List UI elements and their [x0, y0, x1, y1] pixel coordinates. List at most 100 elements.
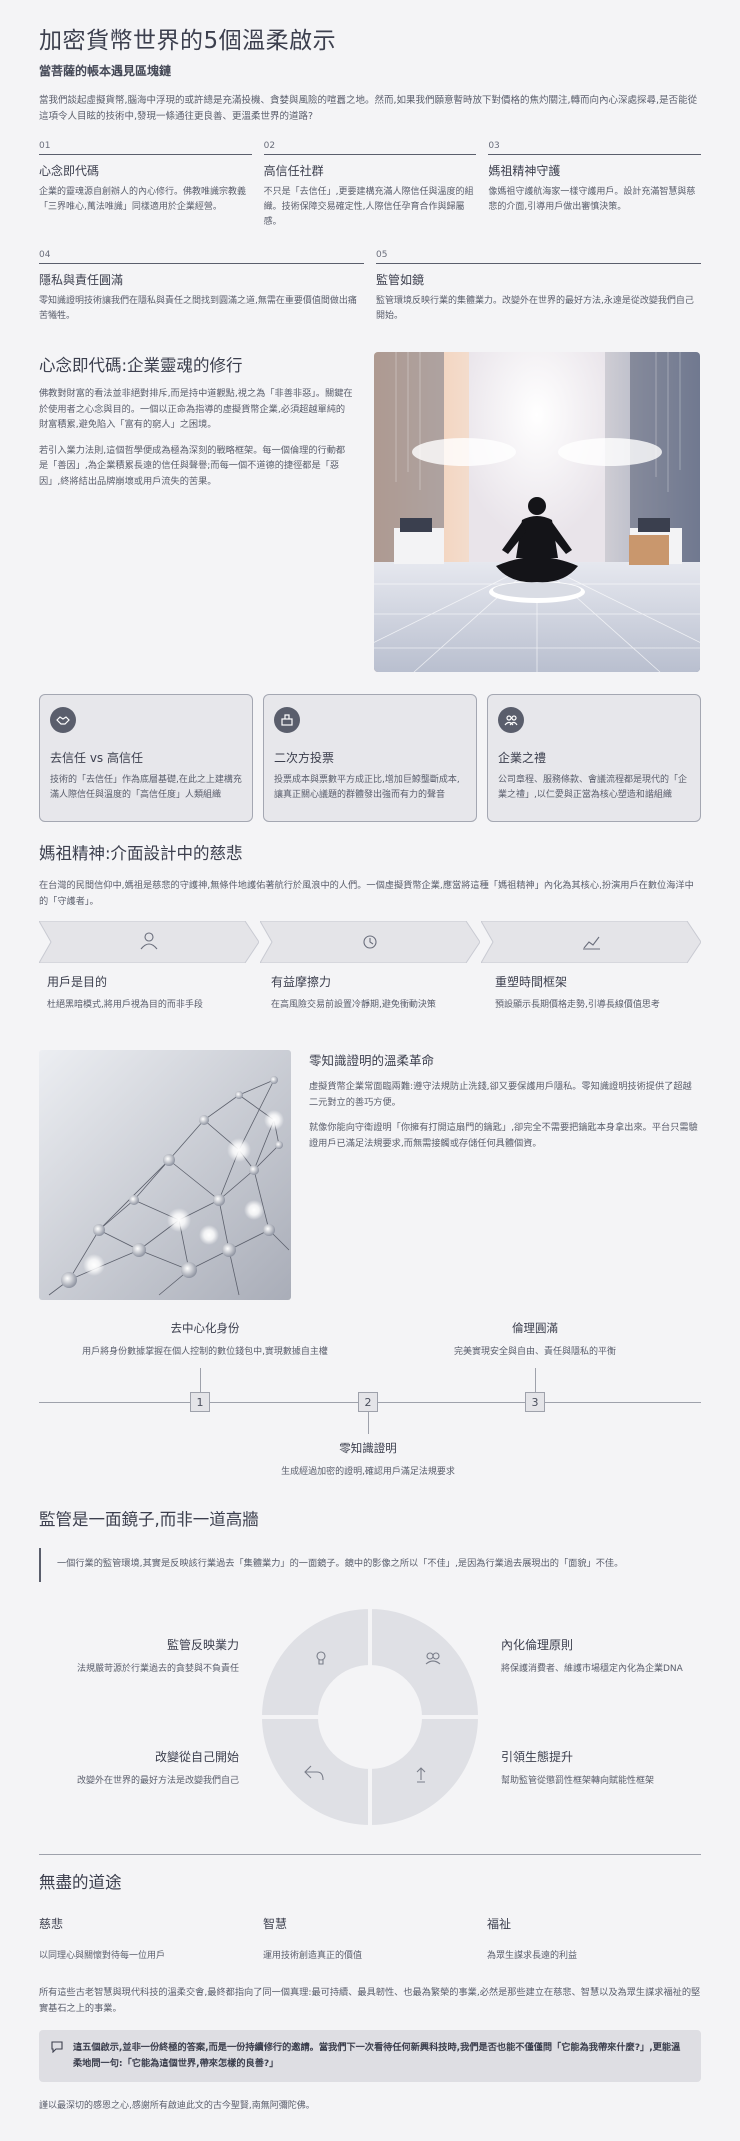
divider [39, 1854, 701, 1855]
lesson-number: 04 [39, 250, 364, 264]
callout-text: 這五個啟示,並非一份終極的答案,而是一份持續修行的邀請。當我們下一次看待任何新興… [73, 2042, 681, 2069]
cycle-item-title: 引領生態提升 [501, 1750, 574, 1764]
virtue-item: 福祉 為眾生謀求長遠的利益 [487, 1915, 701, 1961]
section-title: 監管是一面鏡子,而非一道高牆 [39, 1510, 259, 1529]
page-subtitle: 當菩薩的帳本遇見區塊鏈 [39, 64, 172, 78]
cycle-item-text: 改變外在世界的最好方法是改變我們自己 [76, 1776, 239, 1786]
meditation-hall-image [374, 352, 700, 672]
step-title: 有益摩擦力 [271, 975, 332, 989]
lesson-text: 零知識證明技術讓我們在隱私與責任之間找到圓滿之道,無需在重要價值間做出痛苦犧牲。 [39, 296, 357, 321]
lessons-row-2: 04 隱私與責任圓滿 零知識證明技術讓我們在隱私與責任之間找到圓滿之道,無需在重… [39, 250, 701, 324]
cycle-diagram: 監管反映業力 法規嚴苛源於行業過去的貪婪與不負責任 內化倫理原則 將保護消費者、… [39, 1602, 701, 1832]
cycle-item: 引領生態提升 幫助監管從懲罰性框架轉向賦能性框架 [501, 1748, 701, 1786]
timeline-tick [535, 1368, 536, 1392]
undo-arrow-icon [304, 1765, 324, 1781]
cycle-item: 監管反映業力 法規嚴苛源於行業過去的貪婪與不負責任 [39, 1636, 239, 1674]
lesson-item: 02 高信任社群 不只是「去信任」,更要建構充滿人際信任與溫度的組織。技術保障交… [263, 141, 477, 230]
section-title: 零知識證明的溫柔革命 [309, 1053, 435, 1068]
card-text: 公司章程、服務條款、會議流程都是現代的「企業之禮」,以仁愛與正當為核心塑造和諧組… [498, 775, 688, 800]
timeline-label: 零知識證明 生成經過加密的證明,確認用戶滿足法規要求 [218, 1440, 518, 1477]
lesson-text: 企業的靈魂源自創辦人的內心修行。佛教唯識宗教義「三界唯心,萬法唯識」同樣適用於企… [39, 187, 247, 212]
lesson-title: 心念即代碼 [39, 164, 100, 178]
concept-card: 企業之禮 公司章程、服務條款、會議流程都是現代的「企業之禮」,以仁愛與正當為核心… [487, 694, 701, 822]
card-title: 企業之禮 [498, 751, 547, 765]
concept-card: 去信任 vs 高信任 技術的「去信任」作為底層基礎,在此之上建構充滿人際信任與溫… [39, 694, 253, 822]
lesson-title: 媽祖精神守護 [488, 164, 561, 178]
step-text: 在高風險交易前設置冷靜期,避免衝動決策 [271, 1000, 436, 1010]
cycle-item: 改變從自己開始 改變外在世界的最好方法是改變我們自己 [39, 1748, 239, 1786]
card-title: 二次方投票 [274, 751, 335, 765]
timeline-tick [368, 1412, 369, 1434]
virtue-item: 慈悲 以同理心與關懷對待每一位用戶 [39, 1915, 253, 1961]
clock-icon [363, 935, 377, 949]
people-icon [425, 1652, 441, 1665]
concept-cards: 去信任 vs 高信任 技術的「去信任」作為底層基礎,在此之上建構充滿人際信任與溫… [39, 694, 701, 822]
card-text: 技術的「去信任」作為底層基礎,在此之上建構充滿人際信任與溫度的「高信任度」人類組… [50, 775, 242, 800]
virtue-title: 智慧 [263, 1917, 288, 1931]
timeline-marker: 2 [358, 1392, 378, 1412]
process-arrow [481, 921, 701, 963]
timeline-title: 倫理圓滿 [512, 1321, 558, 1335]
lesson-title: 高信任社群 [263, 164, 324, 178]
section-mazu: 媽祖精神:介面設計中的慈悲 在台灣的民間信仰中,媽祖是慈悲的守護神,無條件地護佑… [39, 840, 701, 1010]
virtue-title: 慈悲 [39, 1917, 64, 1931]
cycle-item-title: 內化倫理原則 [501, 1638, 574, 1652]
section-paragraph: 虛擬貨幣企業常面臨兩難:遵守法規防止洗錢,卻又要保護用戶隱私。零知識證明技術提供… [309, 1081, 692, 1108]
user-icon [140, 932, 158, 950]
cycle-item-title: 監管反映業力 [166, 1638, 239, 1652]
closing-line: 謹以最深切的感恩之心,感謝所有啟迪此文的古今聖賢,南無阿彌陀佛。 [39, 2101, 315, 2111]
chart-trend-icon [583, 936, 600, 950]
lightbulb-icon [316, 1651, 326, 1665]
lesson-item: 01 心念即代碼 企業的靈魂源自創辦人的內心修行。佛教唯識宗教義「三界唯心,萬法… [39, 141, 252, 230]
blockquote: 一個行業的監管環境,其實是反映該行業過去「集體業力」的一面鏡子。鏡中的影像之所以… [39, 1548, 701, 1582]
lesson-number: 02 [263, 141, 477, 155]
section-endless-path: 無盡的道途 慈悲 以同理心與關懷對待每一位用戶 智慧 運用技術創造真正的價值 福… [39, 1869, 701, 2111]
process-arrow [39, 921, 259, 963]
process-step: 用戶是目的 杜絕黑暗模式,將用戶視為目的而非手段 [39, 973, 253, 1010]
section-paragraph: 就像你能向守衛證明「你擁有打開這扇門的鑰匙」,卻完全不需要把鑰匙本身拿出來。平台… [309, 1122, 698, 1149]
lesson-text: 不只是「去信任」,更要建構充滿人際信任與溫度的組織。技術保障交易確定性,人際信任… [263, 187, 474, 227]
process-step: 重塑時間框架 預設顯示長期價格走勢,引導長線價值思考 [487, 973, 701, 1010]
lesson-text: 像媽祖守護航海家一樣守護用戶。設計充滿智慧與慈悲的介面,引導用戶做出審慎決策。 [488, 187, 696, 212]
people-icon [498, 707, 524, 733]
timeline-text: 完美實現安全與自由、責任與隱私的平衡 [453, 1347, 616, 1357]
section-title: 無盡的道途 [39, 1873, 122, 1892]
step-title: 用戶是目的 [47, 975, 108, 989]
card-title: 去信任 vs 高信任 [50, 751, 143, 765]
lesson-number: 01 [39, 141, 252, 155]
lesson-number: 03 [488, 141, 701, 155]
timeline-tick [200, 1368, 201, 1392]
cycle-wheel [257, 1604, 483, 1830]
timeline-title: 零知識證明 [339, 1441, 397, 1455]
vote-icon [274, 707, 300, 733]
virtue-item: 智慧 運用技術創造真正的價值 [263, 1915, 477, 1961]
lesson-title: 隱私與責任圓滿 [39, 273, 124, 287]
intro-paragraph: 當我們談起虛擬貨幣,腦海中浮現的或許總是充滿投機、貪婪與風險的喧囂之地。然而,如… [39, 95, 698, 122]
lesson-number: 05 [376, 250, 701, 264]
step-text: 杜絕黑暗模式,將用戶視為目的而非手段 [47, 1000, 203, 1010]
virtue-text: 運用技術創造真正的價值 [263, 1951, 363, 1961]
network-image [39, 1050, 291, 1300]
section-mirror: 監管是一面鏡子,而非一道高牆 一個行業的監管環境,其實是反映該行業過去「集體業力… [39, 1506, 701, 1832]
section-mind-code: 心念即代碼:企業靈魂的修行 佛教對財富的看法並非絕對排斥,而是持中道觀點,視之為… [39, 352, 701, 672]
process-arrows [39, 921, 701, 963]
page-title: 加密貨幣世界的5個溫柔啟示 [39, 28, 337, 54]
lesson-item: 04 隱私與責任圓滿 零知識證明技術讓我們在隱私與責任之間找到圓滿之道,無需在重… [39, 250, 364, 324]
virtues: 慈悲 以同理心與關懷對待每一位用戶 智慧 運用技術創造真正的價值 福祉 為眾生謀… [39, 1915, 701, 1961]
section-zero-knowledge: 零知識證明的溫柔革命 虛擬貨幣企業常面臨兩難:遵守法規防止洗錢,卻又要保護用戶隱… [39, 1050, 701, 1300]
lessons-row-1: 01 心念即代碼 企業的靈魂源自創辦人的內心修行。佛教唯識宗教義「三界唯心,萬法… [39, 141, 701, 230]
virtue-text: 為眾生謀求長遠的利益 [487, 1951, 578, 1961]
conclusion-paragraph: 所有這些古老智慧與現代科技的溫柔交會,最終都指向了同一個真理:最可持續、最具韌性… [39, 1987, 701, 2014]
section-paragraph: 在台灣的民間信仰中,媽祖是慈悲的守護神,無條件地護佑著航行於風浪中的人們。一個虛… [39, 880, 694, 907]
timeline-text: 用戶將身份數據掌握在個人控制的數位錢包中,實現數據自主權 [82, 1347, 328, 1357]
lesson-title: 監管如鏡 [376, 273, 425, 287]
timeline-text: 生成經過加密的證明,確認用戶滿足法規要求 [281, 1467, 455, 1477]
section-title: 媽祖精神:介面設計中的慈悲 [39, 844, 243, 863]
cycle-item-title: 改變從自己開始 [154, 1750, 239, 1764]
cycle-item-text: 幫助監管從懲罰性框架轉向賦能性框架 [501, 1776, 655, 1786]
cycle-item-text: 法規嚴苛源於行業過去的貪婪與不負責任 [76, 1664, 239, 1674]
section-title: 心念即代碼:企業靈魂的修行 [39, 356, 243, 375]
timeline-title: 去中心化身份 [170, 1321, 240, 1335]
lesson-item: 03 媽祖精神守護 像媽祖守護航海家一樣守護用戶。設計充滿智慧與慈悲的介面,引導… [488, 141, 701, 230]
